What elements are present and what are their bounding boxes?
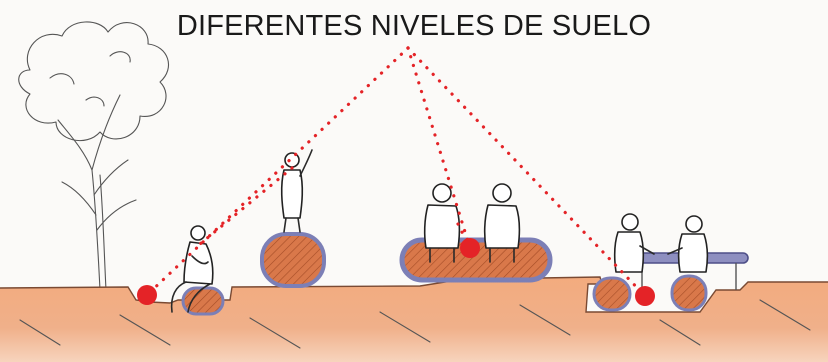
tree-sketch-icon <box>18 21 169 291</box>
sight-lines <box>145 46 647 298</box>
red-dot-marker-icon <box>137 285 157 305</box>
red-dot-marker-icon <box>635 286 655 306</box>
red-dot-markers <box>137 238 655 306</box>
person-standing-raised <box>280 149 313 233</box>
red-dot-marker-icon <box>460 238 480 258</box>
person-sitting-low-left <box>170 225 214 313</box>
bench-raised-mid-left <box>260 232 326 288</box>
bench-low-right <box>592 274 708 312</box>
people-at-table-right <box>613 213 709 273</box>
people-sitting-bench-center <box>423 183 521 263</box>
